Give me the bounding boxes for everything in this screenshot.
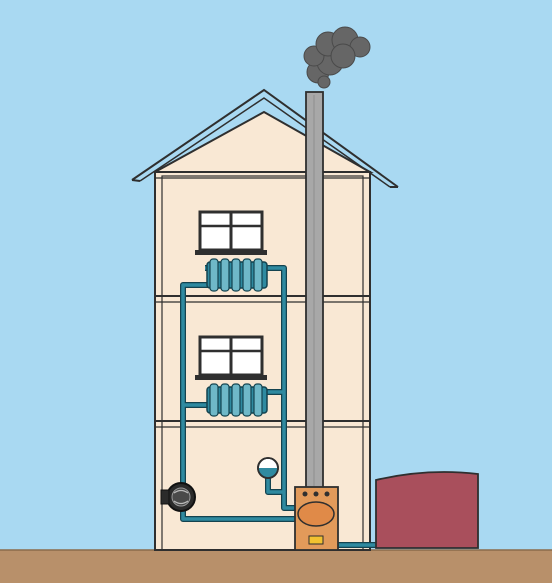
roof-end-left: [131, 179, 141, 182]
expansion-tank-icon: [257, 457, 279, 479]
smoke-icon: [303, 26, 371, 89]
fuel-tank-icon: [375, 471, 479, 549]
house-inner-wall: [161, 175, 364, 551]
boiler-icon: [294, 486, 339, 551]
chimney: [305, 91, 324, 489]
roof-inner: [139, 97, 391, 188]
roof-outer: [131, 88, 399, 188]
window-middle: [195, 335, 267, 380]
ground: [0, 550, 552, 583]
floor-2: [155, 295, 370, 303]
window-upper: [195, 210, 267, 255]
floor-top: [155, 171, 370, 179]
circulation-pump-icon: [160, 482, 196, 512]
radiator-icon: [206, 258, 268, 292]
floor-1: [155, 420, 370, 428]
radiator-icon: [206, 383, 268, 417]
